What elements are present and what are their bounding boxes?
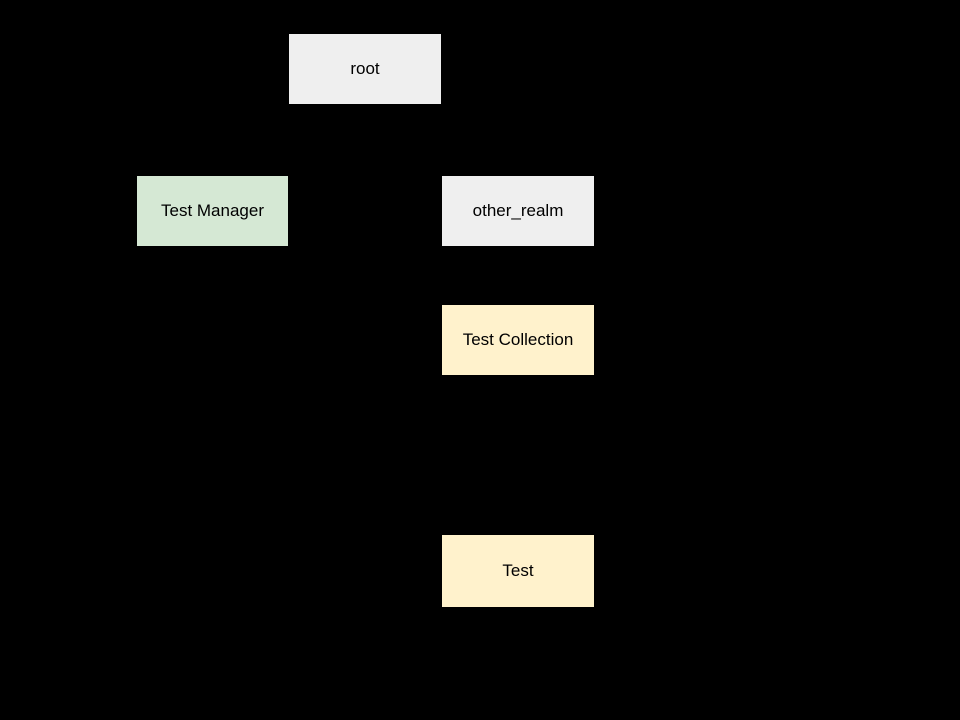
node-test-manager: Test Manager bbox=[137, 176, 288, 246]
node-test-label: Test bbox=[502, 560, 534, 580]
node-test-collection-label: Test Collection bbox=[462, 329, 574, 349]
node-root: root bbox=[289, 34, 441, 104]
node-test-manager-label: Test Manager bbox=[161, 200, 264, 220]
node-root-label: root bbox=[350, 58, 380, 78]
node-other-realm: other_realm bbox=[442, 176, 594, 246]
node-test-collection: Test Collection bbox=[442, 305, 594, 375]
node-other-realm-label: other_realm bbox=[472, 200, 564, 220]
node-test: Test bbox=[442, 535, 594, 607]
